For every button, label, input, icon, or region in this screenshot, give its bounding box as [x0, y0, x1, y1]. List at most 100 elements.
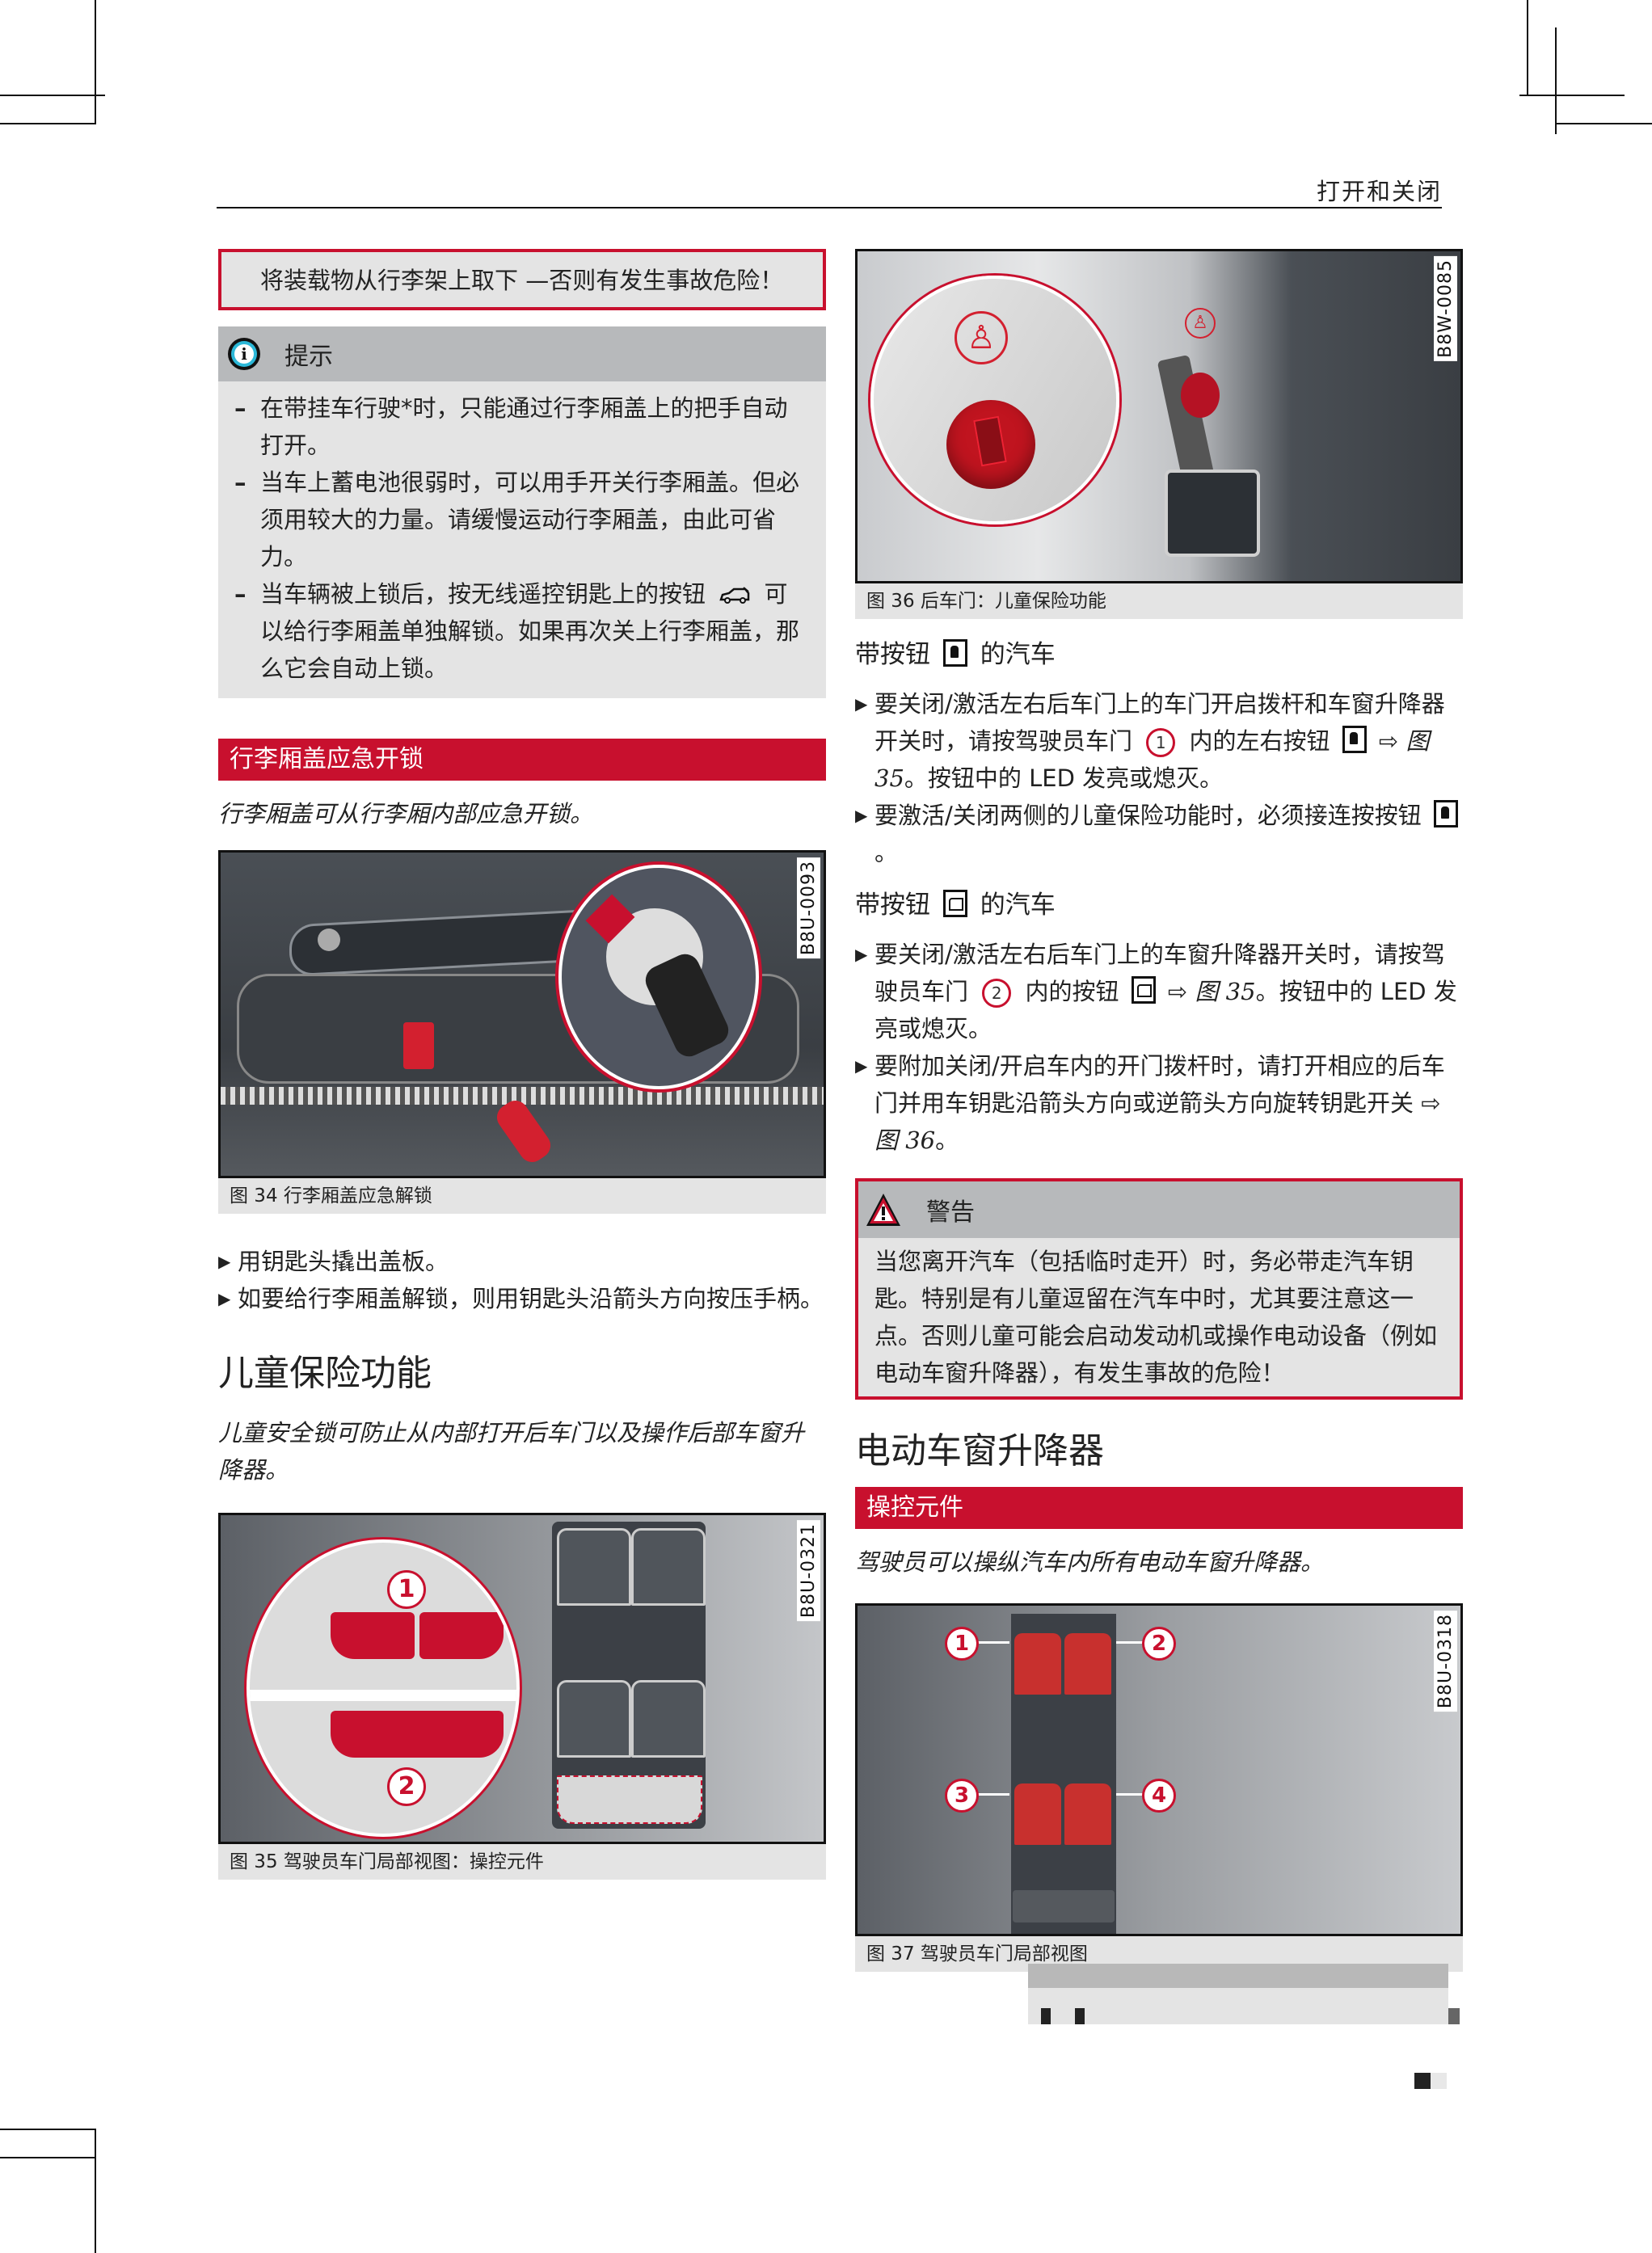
child-safety-lead: 儿童安全锁可防止从内部打开后车门以及操作后部车窗升降器。: [218, 1419, 805, 1484]
callout-1: 1: [387, 1570, 426, 1609]
child-lock-icon: [1342, 726, 1367, 753]
pixel-artifact: [1028, 1988, 1448, 2024]
figure-caption: 图 36 后车门：儿童保险功能: [855, 583, 1463, 619]
notice-item: – 当车辆被上锁后，按无线遥控钥匙上的按钮 可以给行李厢盖单独解锁。如果再次关上…: [234, 580, 800, 682]
arrow-ref-icon: ⇨: [1378, 727, 1399, 755]
step-item: ▶ 要关闭/激活左右后车门上的车窗升降器开关时，请按驾驶员车门 2 内的按钮 ⇨…: [855, 941, 1457, 1042]
figure-37-image: 1 2 3 4 B8U-0318: [855, 1603, 1463, 1936]
figure-35-image: 1 2 B8U-0321: [218, 1513, 826, 1844]
child-symbol-icon: ♙: [955, 311, 1008, 364]
figure-code: B8U-0318: [1434, 1611, 1457, 1712]
window-switch-3[interactable]: [1014, 1783, 1061, 1845]
window-switch-1[interactable]: [1014, 1633, 1061, 1695]
crop-mark: [95, 2129, 96, 2253]
red-cover-plate: [403, 1022, 434, 1069]
callout-3: 3: [945, 1779, 979, 1813]
step-item: ▶如要给行李厢盖解锁，则用钥匙头沿箭头方向按压手柄。: [218, 1285, 824, 1312]
callout-2: 2: [387, 1767, 426, 1806]
zoom-callout-circle: ♙: [870, 276, 1119, 524]
step-item: ▶ 要关闭/激活左右后车门上的车门开启拨杆和车窗升降器开关时，请按驾驶员车门 1…: [855, 690, 1445, 792]
zoom-callout-circle: [558, 865, 759, 1089]
emergency-steps: ▶用钥匙头撬出盖板。 ▶如要给行李厢盖解锁，则用钥匙头沿箭头方向按压手柄。: [218, 1243, 826, 1317]
child-lock-switch: [1181, 373, 1220, 418]
heading-child-safety: 儿童保险功能: [218, 1353, 432, 1394]
notice-item: –在带挂车行驶*时，只能通过行李厢盖上的把手自动打开。: [234, 394, 788, 459]
arrow-ref-icon: ⇨: [1421, 1089, 1441, 1117]
arrow-ref-icon: ⇨: [1167, 978, 1188, 1005]
notice-box: i 提示 –在带挂车行驶*时，只能通过行李厢盖上的把手自动打开。 –当车上蓄电池…: [218, 326, 826, 698]
warning-continuation-box: 将装载物从行李架上取下 —否则有发生事故危险！: [218, 249, 826, 310]
zoom-callout-circle: 1 2: [247, 1539, 520, 1837]
warning-continuation-text: 将装载物从行李架上取下 —否则有发生事故危险！: [260, 267, 784, 294]
window-lock-icon: [942, 890, 967, 917]
heading-power-windows: 电动车窗升降器: [855, 1430, 1104, 1472]
figure-caption: 图 35 驾驶员车门局部视图：操控元件: [218, 1844, 826, 1880]
warning-header: 警告: [858, 1181, 1460, 1238]
right-column: ♙ ♙ B8W-0085 图 36 后车门：儿童保险功能 带按钮 的汽车 ▶ 要…: [855, 249, 1463, 1972]
pixel-artifact: [1075, 2008, 1085, 2024]
callout-1: 1: [945, 1627, 979, 1661]
door-latch: [1165, 470, 1260, 557]
pixel-artifact: [1448, 2008, 1460, 2024]
figure-caption: 图 34 行李厢盖应急解锁: [218, 1178, 826, 1214]
child-lock-icon: [942, 639, 967, 667]
emergency-lead: 行李厢盖可从行李厢内部应急开锁。: [218, 800, 594, 828]
subheading-child-button: 带按钮 的汽车: [855, 639, 1056, 669]
notice-body: –在带挂车行驶*时，只能通过行李厢盖上的把手自动打开。 –当车上蓄电池很弱时，可…: [218, 381, 826, 698]
warning-title: 警告: [926, 1198, 975, 1227]
crop-mark: [95, 0, 96, 123]
figure-36: ♙ ♙ B8W-0085 图 36 后车门：儿童保险功能: [855, 249, 1463, 619]
crop-mark: [1527, 0, 1528, 95]
figure-link-35[interactable]: 图 35: [874, 727, 1430, 792]
crop-mark: [0, 2157, 96, 2158]
notice-item: –当车上蓄电池很弱时，可以用手开关行李厢盖。但必须用较大的力量。请缓慢运动行李厢…: [234, 469, 800, 571]
callout-4: 4: [1142, 1779, 1176, 1813]
child-lock-switch-zoomed: [946, 400, 1035, 489]
warning-text: 当您离开汽车（包括临时走开）时，务必带走汽车钥匙。特别是有儿童逗留在汽车中时，尤…: [874, 1248, 1438, 1387]
window-switch-4[interactable]: [1064, 1783, 1111, 1845]
figure-34-image: B8U-0093: [218, 850, 826, 1178]
warning-box: 警告 当您离开汽车（包括临时走开）时，务必带走汽车钥匙。特别是有儿童逗留在汽车中…: [855, 1178, 1463, 1400]
notice-title: 提示: [284, 343, 333, 371]
step-item: ▶ 要附加关闭/开启车内的开门拨杆时，请打开相应的后车门并用车钥匙沿箭头方向或逆…: [855, 1052, 1445, 1154]
crop-mark: [1519, 95, 1625, 96]
crop-mark: [0, 2129, 96, 2130]
subheading-window-button: 带按钮 的汽车: [855, 890, 1056, 920]
page-number-redacted: [1414, 2073, 1431, 2089]
red-key: [491, 1095, 556, 1168]
window-lock-icon: [1131, 976, 1156, 1004]
section-header-title: 打开和关闭: [1316, 178, 1442, 205]
header-rule: [217, 207, 1442, 208]
figure-link-36[interactable]: 图 36: [874, 1126, 936, 1154]
crop-mark: [1556, 123, 1652, 124]
callout-2: 2: [1142, 1627, 1176, 1661]
window-button-steps: ▶ 要关闭/激活左右后车门上的车窗升降器开关时，请按驾驶员车门 2 内的按钮 ⇨…: [855, 936, 1463, 1159]
power-windows-lead: 驾驶员可以操纵汽车内所有电动车窗升降器。: [855, 1548, 1325, 1576]
callout-2-ref: 2: [982, 979, 1012, 1008]
section-bar-controls: 操控元件: [855, 1487, 1463, 1529]
info-icon: i: [228, 338, 260, 370]
pixel-artifact: [1028, 1964, 1448, 1988]
notice-header: i 提示: [218, 326, 826, 381]
callout-1-ref: 1: [1146, 728, 1176, 757]
figure-link-35[interactable]: 图 35: [1195, 978, 1256, 1005]
step-item: ▶ 要激活/关闭两侧的儿童保险功能时，必须接连按按钮 。: [855, 797, 1463, 871]
section-bar-emergency-unlock: 行李厢盖应急开锁: [218, 739, 826, 781]
switch-panel: [1011, 1614, 1116, 1934]
figure-35: 1 2 B8U-0321 图 35 驾驶员车门局部视图：操控元件: [218, 1513, 826, 1880]
crop-mark: [0, 123, 96, 124]
warning-triangle-icon: [866, 1194, 900, 1226]
figure-34: B8U-0093 图 34 行李厢盖应急解锁: [218, 850, 826, 1214]
step-item: ▶用钥匙头撬出盖板。: [218, 1248, 449, 1275]
panel-screw: [318, 929, 340, 951]
figure-37: 1 2 3 4 B8U-0318 图 37 驾驶员车门局部视图: [855, 1603, 1463, 1972]
child-lock-icon: [1434, 800, 1458, 828]
trunk-seal: [221, 1087, 824, 1105]
crop-mark: [1555, 27, 1557, 134]
crop-mark: [0, 95, 105, 96]
pixel-artifact: [1041, 2008, 1051, 2024]
switch-panel: [552, 1522, 706, 1829]
window-switch-2[interactable]: [1064, 1633, 1111, 1695]
child-button-steps: ▶ 要关闭/激活左右后车门上的车门开启拨杆和车窗升降器开关时，请按驾驶员车门 1…: [855, 685, 1463, 871]
figure-36-image: ♙ ♙ B8W-0085: [855, 249, 1463, 583]
